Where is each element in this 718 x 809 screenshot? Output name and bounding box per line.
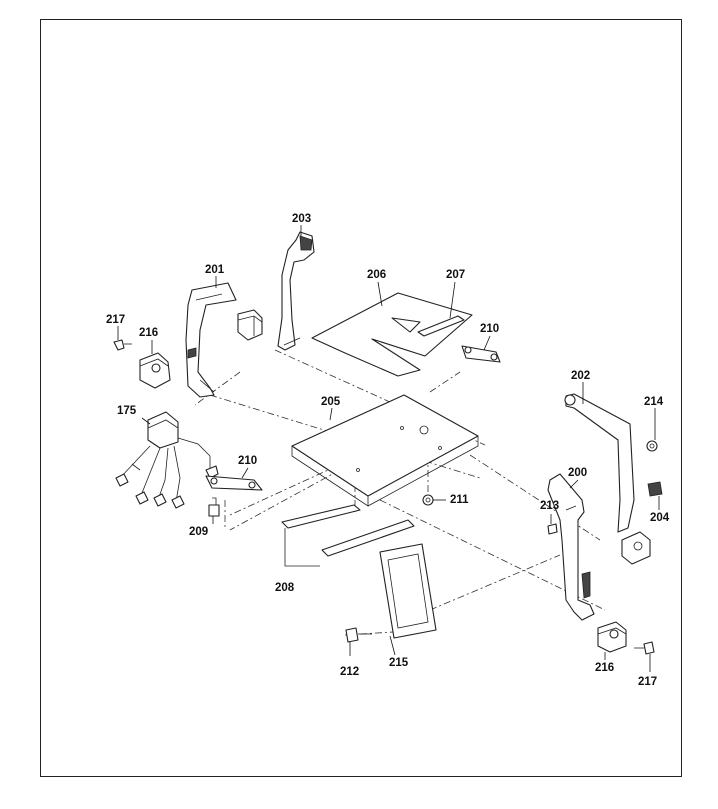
callout-213: 213 [540, 500, 560, 512]
part-214-nut [646, 440, 658, 452]
part-block-right [621, 531, 651, 565]
part-217-bolt-lower [634, 641, 655, 655]
part-209-screw [208, 497, 220, 517]
part-200-bracket [547, 473, 595, 621]
callout-202: 202 [571, 370, 591, 382]
callout-205: 205 [321, 396, 341, 408]
part-205-rail [291, 394, 479, 507]
part-213-nut [547, 523, 558, 535]
callout-208: 208 [275, 582, 295, 594]
callout-216-lower: 216 [595, 662, 615, 674]
part-175-connector [115, 411, 219, 509]
callout-214: 214 [644, 396, 664, 408]
callout-207: 207 [446, 269, 466, 281]
callout-215: 215 [389, 657, 409, 669]
callout-204: 204 [650, 512, 670, 524]
part-201-bracket [185, 282, 237, 398]
part-block-upper [237, 309, 263, 341]
callout-203: 203 [292, 213, 312, 225]
callout-211: 211 [450, 494, 469, 506]
part-204-block [647, 481, 663, 497]
part-212-bolt [345, 627, 372, 643]
callout-200: 200 [568, 467, 588, 479]
callout-201: 201 [205, 264, 225, 276]
part-216-clamp-upper [139, 352, 171, 389]
callout-175: 175 [117, 405, 137, 417]
diagram-frame [40, 19, 682, 777]
part-203-strap [277, 231, 315, 351]
callout-212: 212 [340, 666, 360, 678]
part-206-plate [311, 292, 473, 377]
part-217-bolt-upper [113, 339, 132, 351]
part-202-strap [564, 393, 635, 533]
callout-216-upper: 216 [139, 327, 159, 339]
part-216-clamp-lower [597, 621, 627, 653]
callout-217-upper: 217 [106, 314, 126, 326]
part-210-link-upper [461, 345, 501, 363]
callout-206: 206 [367, 269, 387, 281]
part-215-frame [379, 543, 437, 639]
callout-209: 209 [189, 526, 209, 538]
part-207-strip [417, 315, 465, 337]
part-211-nut [422, 494, 434, 506]
callout-210-lower: 210 [238, 455, 258, 467]
part-208-strips [281, 504, 415, 567]
callout-210-upper: 210 [480, 323, 500, 335]
callout-217-lower: 217 [638, 676, 658, 688]
leader-lines [117, 225, 660, 672]
part-210-link-lower [205, 475, 263, 491]
